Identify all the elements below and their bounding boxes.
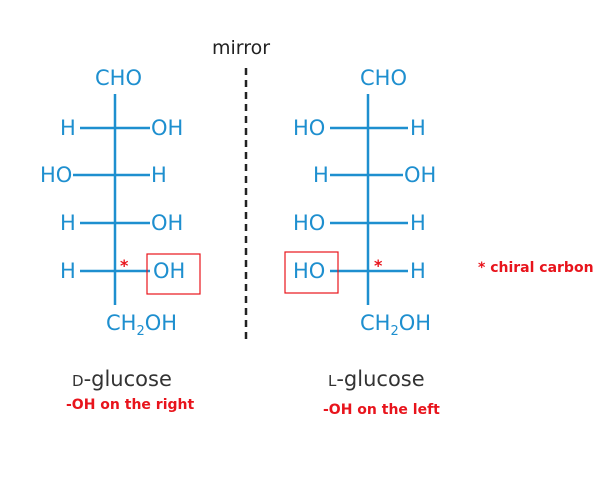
l-bottom-group: CH2OH bbox=[360, 311, 432, 339]
highlight-box-l bbox=[284, 251, 339, 294]
highlight-box-d bbox=[146, 253, 201, 295]
d-row4-right: OH bbox=[153, 259, 186, 283]
d-row3-left: H bbox=[60, 211, 76, 235]
l-row1-right: H bbox=[410, 116, 426, 140]
d-glucose-name: D-glucose bbox=[72, 367, 172, 391]
d-chiral-star: * bbox=[120, 256, 129, 275]
l-row2-left: H bbox=[313, 163, 329, 187]
d-top-group: CHO bbox=[95, 66, 142, 90]
l-row4-right: H bbox=[410, 259, 426, 283]
d-row2-left: HO bbox=[40, 163, 73, 187]
l-row2-right: OH bbox=[404, 163, 437, 187]
d-bottom-group: CH2OH bbox=[106, 311, 178, 339]
l-chiral-star: * bbox=[374, 256, 383, 275]
l-top-group: CHO bbox=[360, 66, 407, 90]
d-row2-right: H bbox=[151, 163, 167, 187]
l-glucose-name: L-glucose bbox=[328, 367, 425, 391]
d-row1-left: H bbox=[60, 116, 76, 140]
l-glucose-note: -OH on the left bbox=[323, 402, 440, 418]
chiral-carbon-legend: * chiral carbon bbox=[478, 260, 594, 276]
l-row3-left: HO bbox=[293, 211, 326, 235]
mirror-label: mirror bbox=[212, 37, 271, 59]
d-glucose-note: -OH on the right bbox=[66, 397, 195, 413]
d-row3-right: OH bbox=[151, 211, 184, 235]
d-row4-left: H bbox=[60, 259, 76, 283]
d-row1-right: OH bbox=[151, 116, 184, 140]
l-row4-left: HO bbox=[293, 259, 326, 283]
l-row3-right: H bbox=[410, 211, 426, 235]
l-row1-left: HO bbox=[293, 116, 326, 140]
